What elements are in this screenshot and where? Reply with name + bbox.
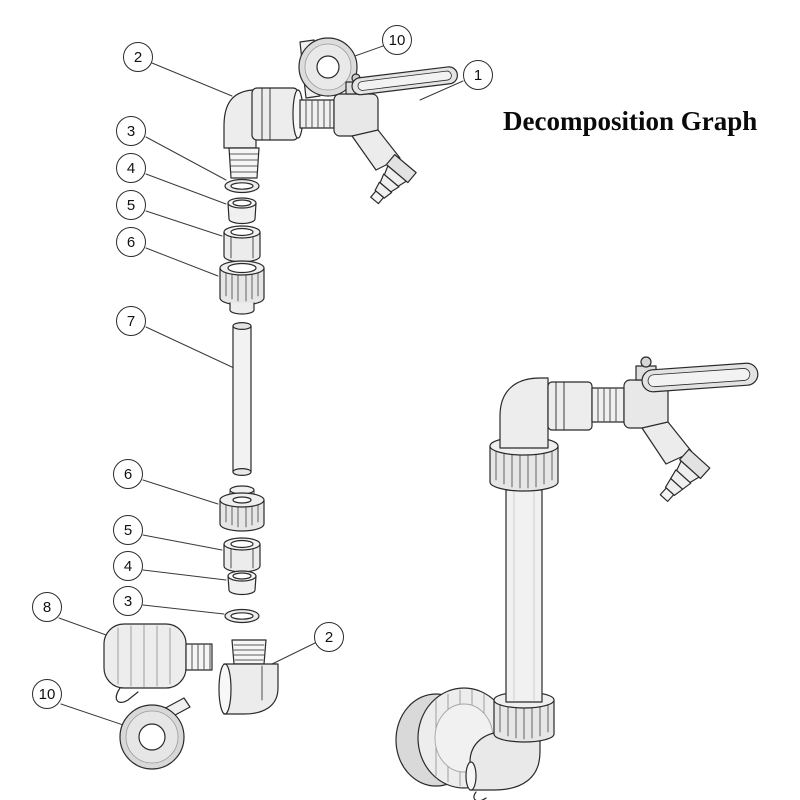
assembled-elbow-top — [499, 377, 593, 449]
callout-4-b: 4 — [113, 551, 143, 581]
callout-10-a: 10 — [382, 25, 412, 55]
part-fitting-body-bottom — [219, 485, 265, 532]
assembled-tap-valve — [591, 356, 759, 503]
part-tank-adapter — [103, 623, 213, 703]
tap-hose-barb — [370, 154, 417, 205]
part-o-ring-bottom — [224, 608, 260, 624]
part-elbow-fitting-bottom — [218, 639, 279, 715]
assembled-tap-lever-handle — [641, 362, 759, 393]
part-round-gasket-top — [298, 37, 358, 99]
part-compression-nut-top — [223, 225, 261, 263]
callout-1: 1 — [463, 60, 493, 90]
assembled-tank-adapter — [395, 687, 511, 789]
diagram-title: Decomposition Graph — [503, 106, 758, 136]
part-compression-ring-top — [227, 197, 257, 225]
part-elbow-fitting-top — [223, 87, 304, 179]
part-pipe — [232, 322, 252, 477]
assembled-view — [395, 356, 759, 800]
callout-3-b: 3 — [113, 586, 143, 616]
callout-4-a: 4 — [116, 153, 146, 183]
part-compression-nut-bottom — [223, 537, 261, 573]
assembled-elbow-bottom — [465, 731, 541, 800]
part-o-ring-top — [224, 178, 260, 194]
part-round-gasket-bottom — [119, 697, 191, 770]
callout-2-b: 2 — [314, 622, 344, 652]
callout-6-b: 6 — [113, 459, 143, 489]
part-fitting-body-top — [219, 260, 265, 315]
callout-3-a: 3 — [116, 116, 146, 146]
callout-2-a: 2 — [123, 42, 153, 72]
callout-5-a: 5 — [116, 190, 146, 220]
callout-6-a: 6 — [116, 227, 146, 257]
assembled-pipe — [505, 489, 543, 703]
part-tap-valve — [299, 66, 458, 205]
part-compression-ring-bottom — [227, 570, 257, 596]
callout-5-b: 5 — [113, 515, 143, 545]
callout-8: 8 — [32, 592, 62, 622]
exploded-view — [103, 37, 458, 770]
assembled-tap-hose-barb — [659, 448, 711, 503]
tap-lever-handle — [351, 66, 458, 96]
callout-10-b: 10 — [32, 679, 62, 709]
callout-7: 7 — [116, 306, 146, 336]
